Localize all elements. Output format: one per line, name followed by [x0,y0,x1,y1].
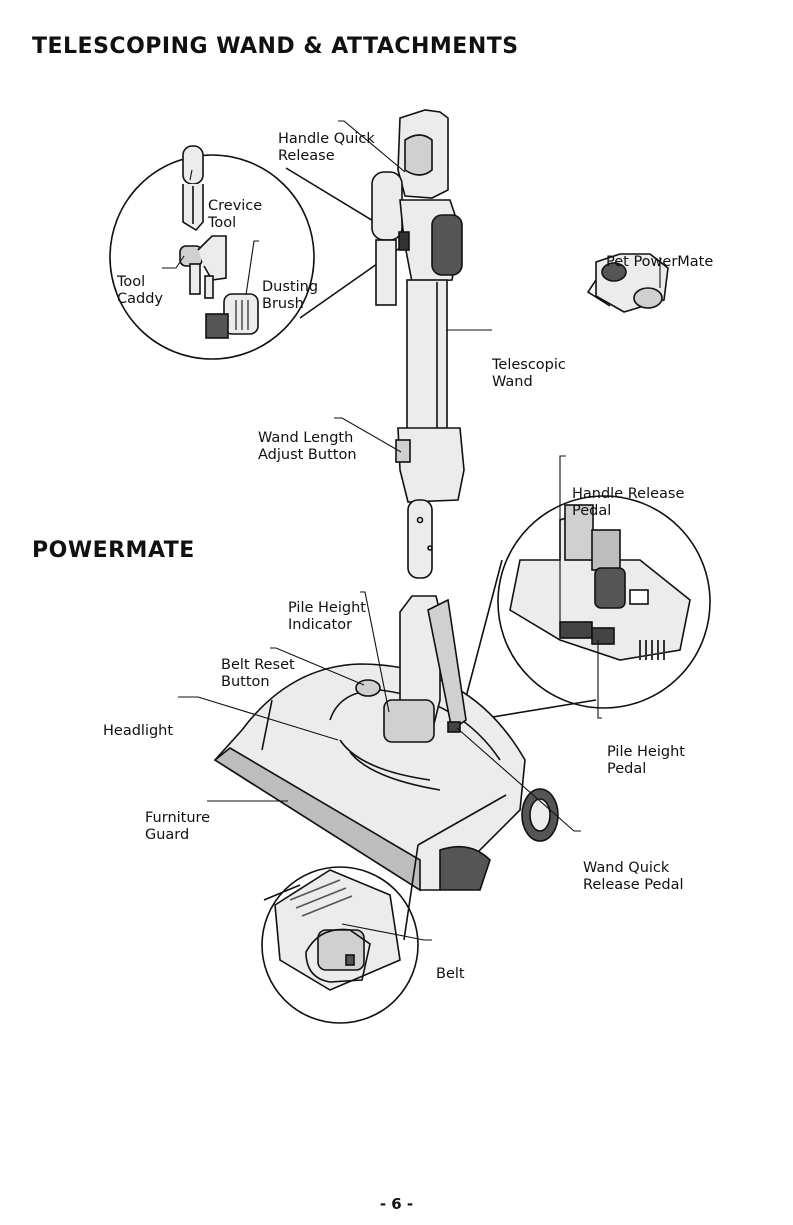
leader-pile-height-pedal [597,640,602,719]
belt-detail-drawing [274,869,401,991]
label-belt: Belt [436,966,465,982]
leader-belt [341,923,432,941]
pet-powermate-drawing [586,253,669,313]
tools-detail-circle [109,154,315,360]
leader-pile-height-indicator [360,591,390,713]
leader-crevice-tool [189,169,193,181]
tool-caddy-drawing [179,235,227,299]
heading-telescoping: TELESCOPING WAND & ATTACHMENTS [32,34,519,59]
pedal-detail-drawing [509,504,691,661]
pedal-detail-circle [497,495,711,709]
leader-wand-length-adjust [334,417,402,453]
label-headlight: Headlight [103,723,174,739]
belt-detail-circle [261,866,419,1024]
leader-dusting-brush [245,240,259,296]
page-number: - 6 - [379,1195,414,1213]
wand-drawing [371,109,465,579]
leader-handle-release-pedal [559,455,566,630]
heading-powermate: POWERMATE [32,538,195,563]
leader-handle-quick-release [338,120,406,173]
dusting-brush-drawing [205,293,259,339]
leader-belt-reset-button [270,647,365,686]
crevice-tool-drawing [182,145,204,232]
powermate-drawing [213,595,559,892]
leader-tool-caddy [162,255,185,269]
label-pet-powermate: Pet PowerMate [606,254,714,270]
leader-wand-quick-release-pedal [456,727,581,832]
leader-headlight [178,696,339,741]
